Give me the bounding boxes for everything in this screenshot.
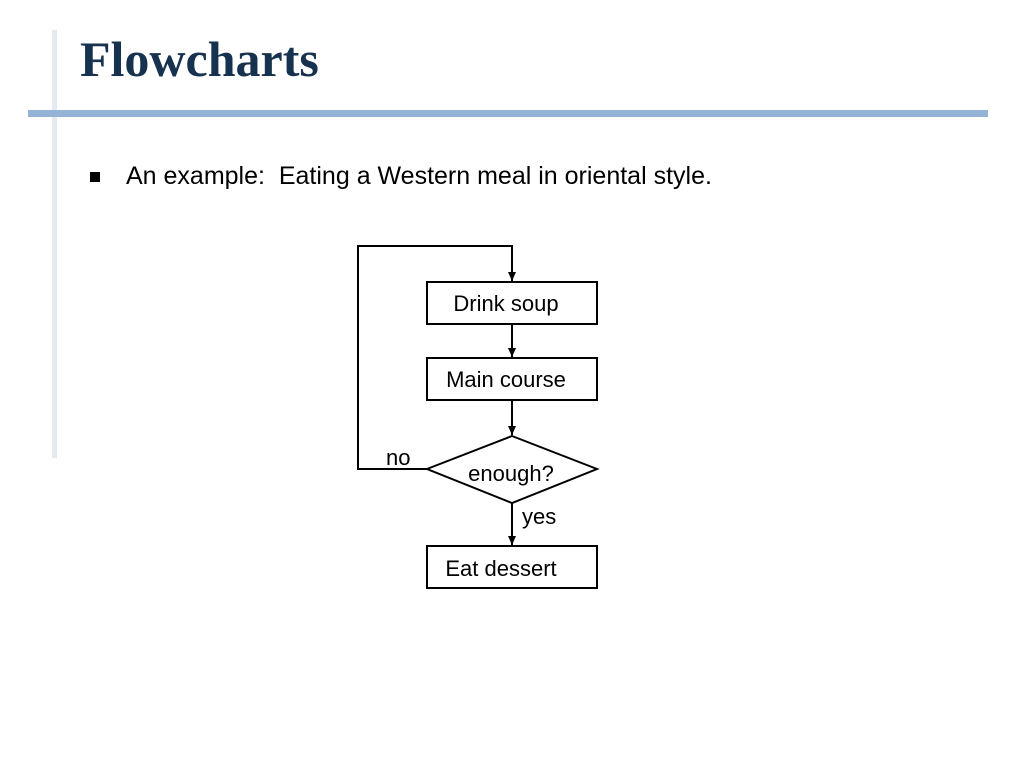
flow-node-main-course-label: Main course: [446, 367, 566, 392]
flow-node-drink-soup: [426, 281, 598, 325]
flow-edge-yes-label: yes: [522, 504, 556, 529]
title-underline-rule: [28, 110, 988, 117]
bullet-item: An example: Eating a Western meal in ori…: [90, 162, 712, 191]
flow-node-drink-soup-label: Drink soup: [453, 291, 558, 316]
flow-node-main-course: [426, 357, 598, 401]
left-decorative-rule: [52, 30, 57, 458]
flow-edge-no-label: no: [386, 445, 410, 470]
flow-node-enough-label: enough?: [468, 461, 554, 486]
square-bullet-icon: [90, 171, 100, 182]
flow-node-eat-dessert-label: Eat dessert: [445, 556, 556, 581]
bullet-text: An example: Eating a Western meal in ori…: [126, 162, 712, 190]
flow-node-eat-dessert: [426, 545, 598, 589]
flow-edge-enough-no-loop: [357, 245, 516, 470]
slide-title: Flowcharts: [80, 31, 319, 87]
